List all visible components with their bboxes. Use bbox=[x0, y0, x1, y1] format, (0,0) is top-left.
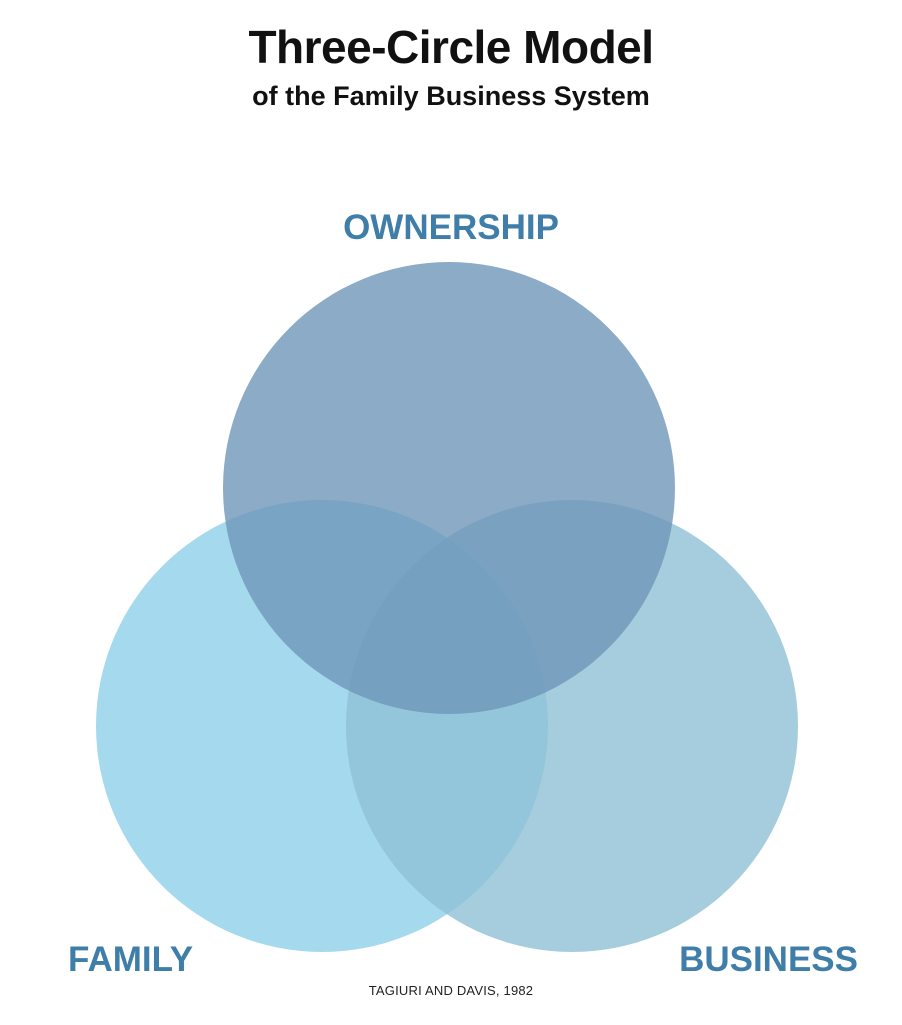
ownership-circle bbox=[223, 262, 675, 714]
diagram-title: Three-Circle Model bbox=[248, 21, 654, 73]
business-label: BUSINESS bbox=[679, 940, 858, 979]
ownership-label: OWNERSHIP bbox=[343, 208, 559, 247]
family-label: FAMILY bbox=[68, 940, 194, 979]
citation: TAGIURI AND DAVIS, 1982 bbox=[368, 983, 534, 998]
diagram-subtitle: of the Family Business System bbox=[252, 81, 650, 111]
